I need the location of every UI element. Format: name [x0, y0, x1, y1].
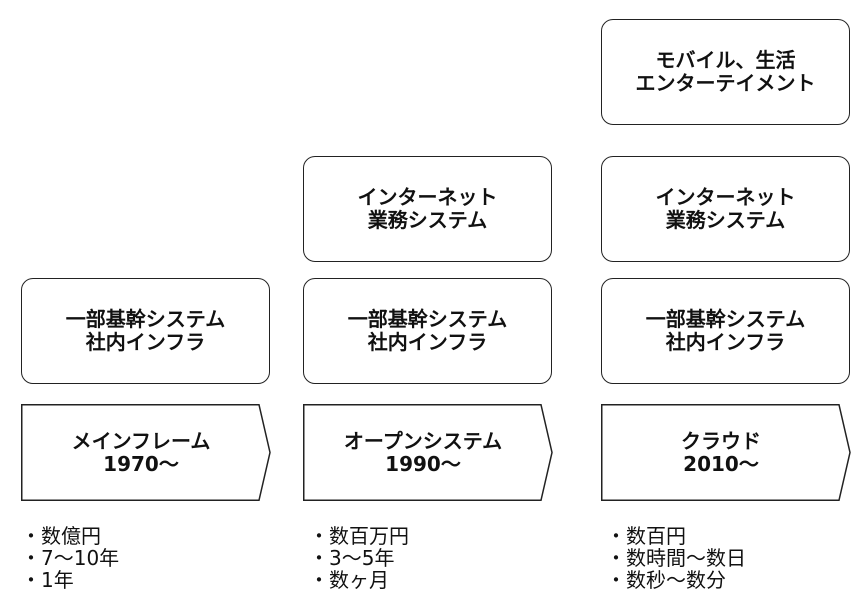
col3-layer-mobile-line2: エンターテイメント	[635, 71, 816, 95]
col3-layer-infrastructure-line2: 社内インフラ	[665, 330, 786, 354]
col2-layer-internet-box: インターネット 業務システム	[303, 156, 552, 262]
col1-era-year: 1970〜	[103, 451, 179, 476]
col3-layer-mobile-line1: モバイル、生活	[655, 48, 796, 72]
col1-era-arrow: メインフレーム 1970〜	[21, 404, 271, 501]
col2-note-leadtime: ・数ヶ月	[309, 568, 389, 592]
col2-era-name: オープンシステム	[343, 428, 503, 453]
col1-notes: ・数億円 ・7〜10年 ・1年	[21, 525, 119, 591]
col2-layer-internet-line2: 業務システム	[367, 208, 488, 232]
col1-layer-infrastructure-box: 一部基幹システム 社内インフラ	[21, 278, 270, 384]
col1-note-cost: ・数億円	[21, 524, 101, 548]
col2-notes: ・数百万円 ・3〜5年 ・数ヶ月	[309, 525, 409, 591]
col1-era-arrow-shape	[21, 404, 271, 501]
col1-era-name: メインフレーム	[71, 428, 211, 453]
col1-note-lifecycle: ・7〜10年	[21, 546, 120, 570]
col3-layer-internet-box: インターネット 業務システム	[601, 156, 850, 262]
col3-notes: ・数百円 ・数時間〜数日 ・数秒〜数分	[606, 525, 746, 591]
col2-layer-internet-line1: インターネット	[357, 185, 498, 209]
col2-layer-infrastructure-line2: 社内インフラ	[367, 330, 488, 354]
col3-note-lifecycle: ・数時間〜数日	[606, 546, 746, 570]
col3-era-year: 2010〜	[683, 451, 759, 476]
col2-layer-infrastructure-box: 一部基幹システム 社内インフラ	[303, 278, 552, 384]
col2-note-lifecycle: ・3〜5年	[309, 546, 395, 570]
col2-era-arrow-shape	[303, 404, 553, 501]
col1-layer-infrastructure-line1: 一部基幹システム	[65, 307, 226, 331]
col3-layer-infrastructure-line1: 一部基幹システム	[645, 307, 806, 331]
col3-note-cost: ・数百円	[606, 524, 686, 548]
col1-layer-infrastructure-line2: 社内インフラ	[85, 330, 206, 354]
col3-layer-mobile-box: モバイル、生活 エンターテイメント	[601, 19, 850, 125]
col3-note-leadtime: ・数秒〜数分	[606, 568, 726, 592]
col3-era-name: クラウド	[681, 428, 761, 453]
col2-layer-infrastructure-line1: 一部基幹システム	[347, 307, 508, 331]
col1-note-leadtime: ・1年	[21, 568, 74, 592]
col2-era-year: 1990〜	[385, 451, 461, 476]
col3-layer-infrastructure-box: 一部基幹システム 社内インフラ	[601, 278, 850, 384]
col3-layer-internet-line1: インターネット	[655, 185, 796, 209]
col3-era-arrow-shape	[601, 404, 851, 501]
col2-era-arrow: オープンシステム 1990〜	[303, 404, 553, 501]
col3-era-arrow: クラウド 2010〜	[601, 404, 851, 501]
col2-note-cost: ・数百万円	[309, 524, 409, 548]
col3-layer-internet-line2: 業務システム	[665, 208, 786, 232]
